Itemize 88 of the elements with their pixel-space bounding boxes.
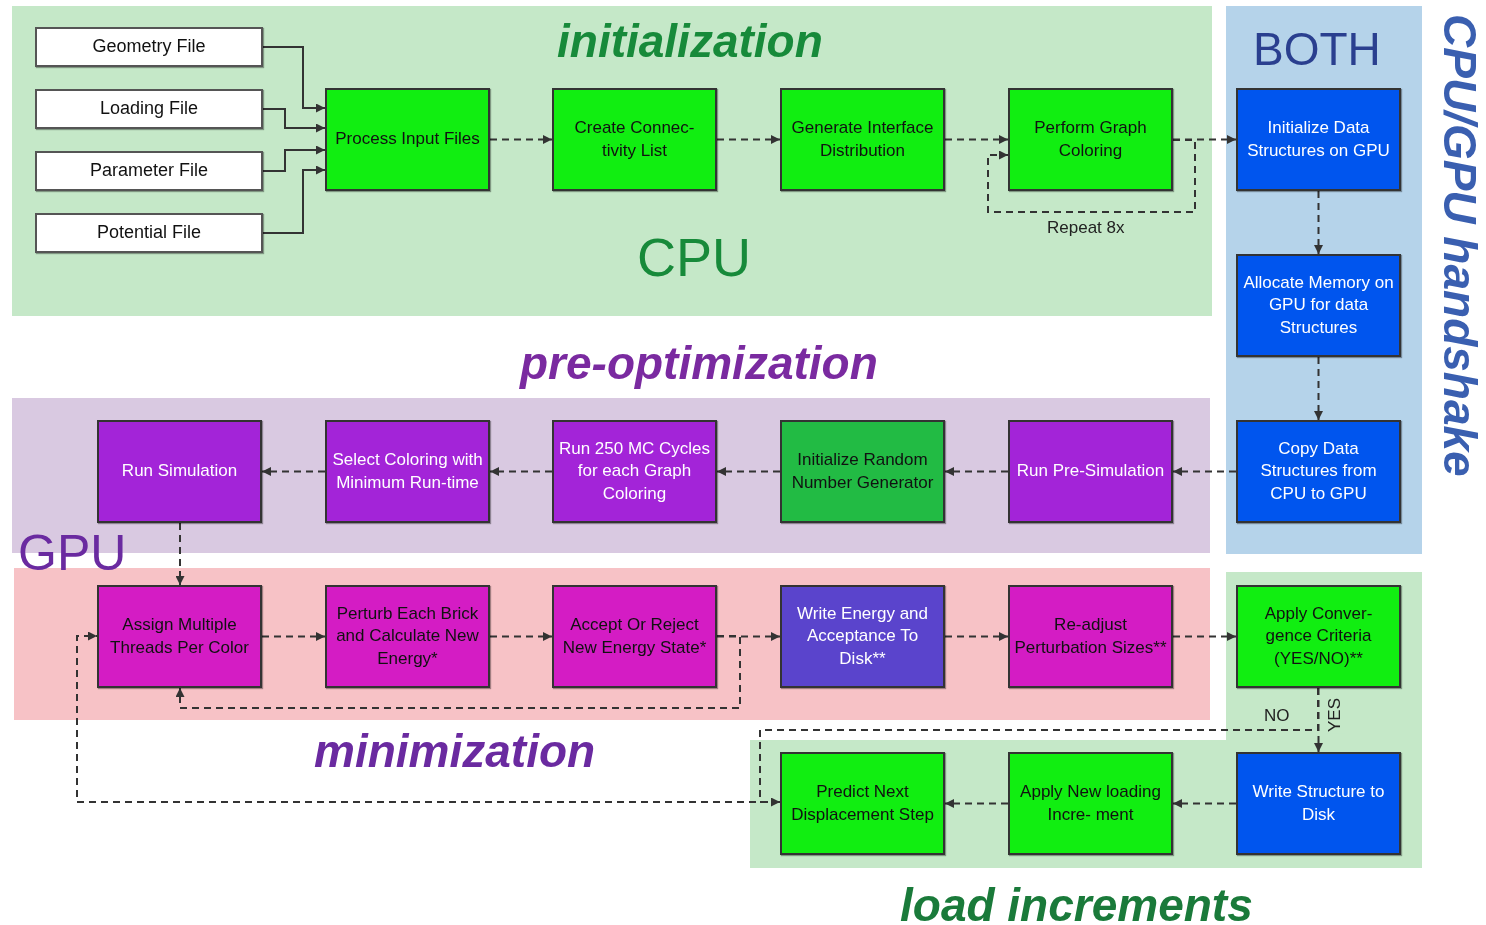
process-box xyxy=(780,752,945,855)
dashed-arrow xyxy=(944,632,1009,641)
dashed-arrow xyxy=(175,522,185,586)
dashed-arrow xyxy=(261,467,326,476)
dashed-arrow xyxy=(716,467,781,476)
file-box xyxy=(35,151,263,191)
region-label: GPU xyxy=(18,528,127,578)
box-text: Write Energy and Acceptance To Disk** xyxy=(796,603,929,670)
box-text: Predict Next Displacement Step xyxy=(790,781,935,826)
dashed-arrow xyxy=(987,139,1196,213)
vertical-heading: CPU/GPU handshake xyxy=(1437,14,1483,477)
process-box xyxy=(97,420,262,523)
box-text: Potential File xyxy=(96,221,202,245)
arrow xyxy=(262,145,326,172)
arrow xyxy=(262,165,326,234)
box-text: Apply New loading Incre- ment xyxy=(1019,781,1162,826)
process-box xyxy=(1236,254,1401,357)
box-text: Run 250 MC Cycles for each Graph Coloring xyxy=(557,438,712,505)
file-box xyxy=(35,89,263,129)
dashed-arrow xyxy=(489,632,553,641)
process-box xyxy=(552,585,717,688)
process-box xyxy=(325,420,490,523)
region-band xyxy=(12,6,1212,316)
process-box xyxy=(780,88,945,191)
box-text: Create Connec- tivity List xyxy=(573,117,696,162)
box-text: Allocate Memory on GPU for data Structures xyxy=(1242,272,1395,339)
dashed-arrow xyxy=(1172,632,1237,641)
box-text: Process Input Files xyxy=(335,128,480,151)
box-text: Geometry File xyxy=(92,35,206,59)
box-text: Perform Graph Coloring xyxy=(1033,117,1148,162)
box-text: Loading File xyxy=(99,97,199,121)
dashed-arrow xyxy=(1172,467,1237,476)
dashed-arrow xyxy=(759,687,1319,807)
process-box xyxy=(325,585,490,688)
dashed-arrow xyxy=(76,631,781,803)
dashed-arrow xyxy=(1314,687,1323,753)
dashed-arrow xyxy=(1172,135,1237,144)
box-text: Assign Multiple Threads Per Color xyxy=(109,614,250,659)
dashed-arrow xyxy=(1314,190,1323,255)
process-box xyxy=(780,420,945,523)
band-heading: BOTH xyxy=(1253,26,1381,72)
dashed-arrow xyxy=(1314,356,1323,421)
dashed-arrow xyxy=(175,635,741,709)
process-box xyxy=(1236,585,1401,688)
dashed-arrow xyxy=(944,799,1009,808)
process-box xyxy=(97,585,262,688)
arrow xyxy=(262,108,326,133)
box-text: Re-adjust Perturbation Sizes** xyxy=(1013,614,1168,659)
box-text: Run Pre-Simulation xyxy=(1016,460,1165,483)
process-box xyxy=(1236,420,1401,523)
box-text: Accept Or Reject New Energy State* xyxy=(561,614,708,659)
box-text: Select Coloring with Minimum Run-time xyxy=(331,449,484,494)
process-box xyxy=(552,420,717,523)
band-heading: minimization xyxy=(314,728,596,774)
dashed-arrow xyxy=(1172,799,1237,808)
file-box xyxy=(35,27,263,67)
dashed-arrow xyxy=(944,467,1009,476)
arrow xyxy=(262,46,326,113)
process-box xyxy=(552,88,717,191)
dashed-arrow xyxy=(489,135,553,144)
process-box xyxy=(325,88,490,191)
box-text: Initialize Data Structures on GPU xyxy=(1246,117,1391,162)
band-heading: initialization xyxy=(557,18,823,64)
process-box xyxy=(1236,752,1401,855)
dashed-arrow xyxy=(944,135,1009,144)
edge-label: Repeat 8x xyxy=(1045,218,1127,237)
process-box xyxy=(1008,585,1173,688)
box-text: Initialize Random Number Generator xyxy=(790,449,935,494)
dashed-arrow xyxy=(716,135,781,144)
box-text: Parameter File xyxy=(89,159,208,183)
box-text: Copy Data Structures from CPU to GPU xyxy=(1259,438,1378,505)
dashed-arrow xyxy=(261,632,326,641)
band-heading: load increments xyxy=(900,882,1253,925)
process-box xyxy=(1008,752,1173,855)
box-text: Write Structure to Disk xyxy=(1251,781,1386,826)
region-band xyxy=(1226,6,1422,554)
process-box xyxy=(1236,88,1401,191)
box-text: Perturb Each Brick and Calculate New Energy* xyxy=(335,603,480,670)
dashed-arrow xyxy=(489,467,553,476)
box-text: Apply Conver- gence Criteria (YES/NO)** xyxy=(1263,603,1374,670)
process-box xyxy=(780,585,945,688)
band-heading: CPU xyxy=(637,230,751,284)
process-box xyxy=(1008,88,1173,191)
box-text: Generate Interface Distribution xyxy=(790,117,935,162)
process-box xyxy=(1008,420,1173,523)
dashed-arrow xyxy=(716,632,781,641)
box-text: Run Simulation xyxy=(121,460,238,483)
file-box xyxy=(35,213,263,253)
